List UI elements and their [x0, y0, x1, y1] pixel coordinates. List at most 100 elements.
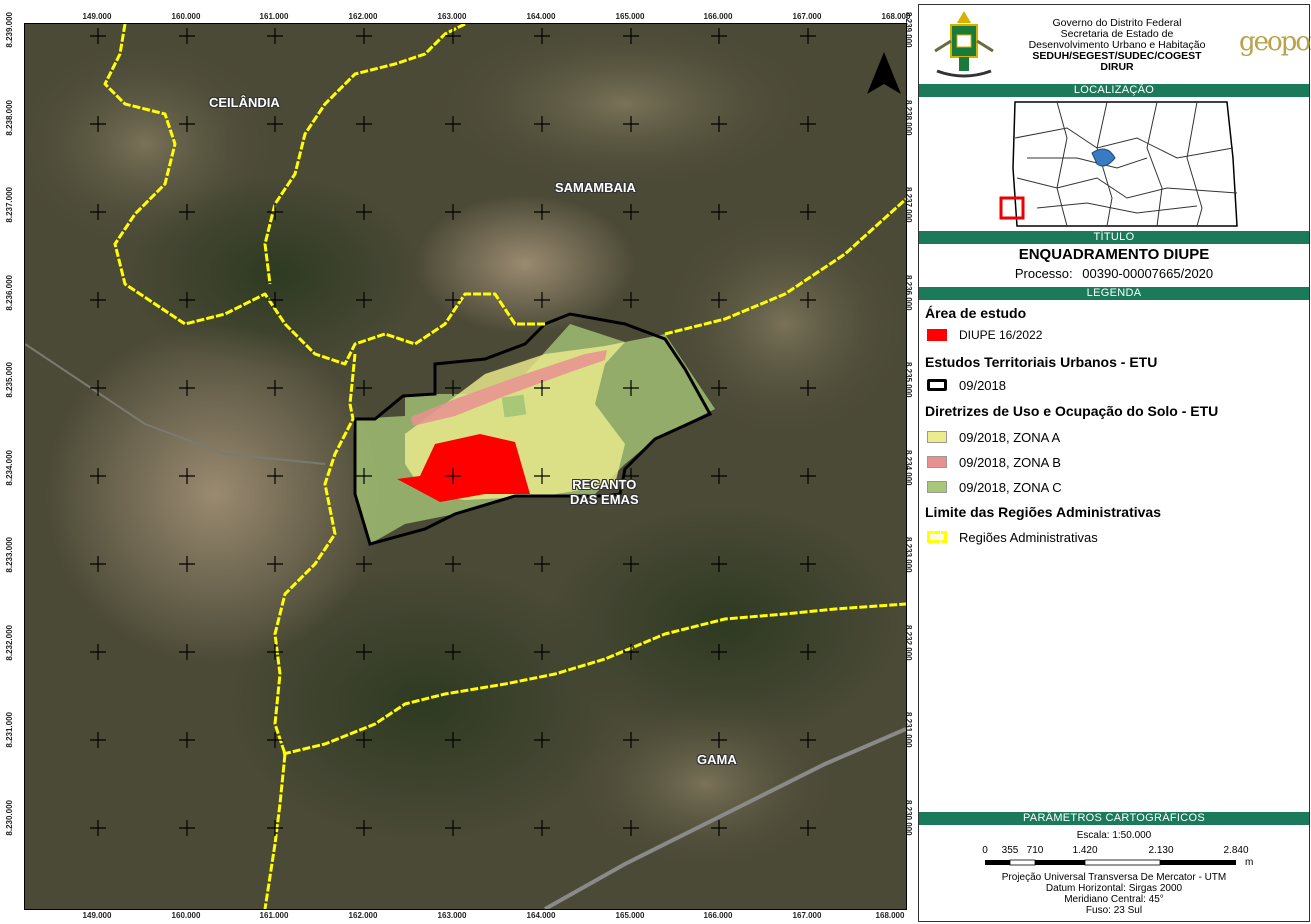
- northing-tick: 8.239.000: [904, 12, 913, 48]
- grid-cross: [267, 644, 283, 660]
- grid-cross: [800, 28, 816, 44]
- grid-cross: [623, 732, 639, 748]
- grid-cross: [90, 644, 106, 660]
- northing-tick: 8.235.000: [904, 362, 913, 398]
- scale-tick-labels: 0 355 710 1.420 2.130 2.840: [919, 845, 1309, 857]
- legend-heading-etu: Estudos Territoriais Urbanos - ETU: [925, 354, 1158, 370]
- place-label-recanto-line2: DAS EMAS: [570, 492, 639, 507]
- grid-cross: [179, 292, 195, 308]
- legend-item-zona-a: 09/2018, ZONA A: [927, 429, 1060, 445]
- ra-boundary: [263, 353, 357, 909]
- grid-cross: [179, 732, 195, 748]
- ra-boundary: [103, 24, 545, 366]
- grid-cross: [711, 28, 727, 44]
- easting-tick: 160.000: [171, 12, 201, 21]
- grid-cross: [267, 820, 283, 836]
- north-arrow-icon: [867, 52, 901, 94]
- grid-cross: [267, 556, 283, 572]
- northing-tick: 8.233.000: [904, 537, 913, 573]
- processo-value: 00390-00007665/2020: [1082, 266, 1214, 281]
- grid-cross: [800, 820, 816, 836]
- grid-cross: [356, 556, 372, 572]
- legend-item-etu: 09/2018: [927, 377, 1006, 393]
- grid-cross: [267, 28, 283, 44]
- place-label-ceilandia: CEILÂNDIA: [209, 95, 280, 110]
- scale-tick: 2.840: [1223, 845, 1249, 856]
- locator-highlight-box: [999, 196, 1025, 220]
- grid-cross: [267, 468, 283, 484]
- legend-swatch-ra: [927, 531, 947, 543]
- grid-cross: [90, 28, 106, 44]
- legend-label-etu: 09/2018: [959, 377, 1006, 393]
- grid-cross: [623, 292, 639, 308]
- northing-tick: 8.233.000: [5, 537, 14, 573]
- legend-label-zona-c: 09/2018, ZONA C: [959, 479, 1062, 495]
- map-title: ENQUADRAMENTO DIUPE: [1018, 246, 1210, 263]
- processo-label: Processo:: [1014, 266, 1073, 281]
- legend-swatch-zona-a: [927, 431, 947, 443]
- grid-cross: [179, 820, 195, 836]
- place-label-gama: GAMA: [697, 752, 737, 767]
- scale-tick: 710: [1026, 845, 1044, 856]
- grid-cross: [445, 204, 461, 220]
- legend-item-diupe: DIUPE 16/2022: [927, 327, 1042, 343]
- grid-cross: [90, 556, 106, 572]
- grid-cross: [179, 556, 195, 572]
- header-dirur: DIRUR: [1100, 61, 1134, 73]
- terrain-patch: [425, 24, 825, 194]
- locator-ra-line: [1014, 127, 1234, 159]
- grid-cross: [356, 644, 372, 660]
- grid-cross: [623, 644, 639, 660]
- northing-tick: 8.235.000: [5, 362, 14, 398]
- legend-label-ra: Regiões Administrativas: [959, 529, 1098, 545]
- easting-tick: 166.000: [703, 911, 733, 920]
- easting-tick: 149.000: [82, 911, 112, 920]
- highway-road: [544, 727, 906, 909]
- grid-cross: [711, 292, 727, 308]
- grid-cross: [800, 468, 816, 484]
- grid-cross: [711, 644, 727, 660]
- grid-cross: [534, 820, 550, 836]
- easting-tick: 161.000: [259, 911, 289, 920]
- grid-cross: [711, 556, 727, 572]
- grid-cross: [445, 292, 461, 308]
- grid-cross: [800, 556, 816, 572]
- grid-cross: [356, 380, 372, 396]
- grid-cross: [90, 116, 106, 132]
- grid-cross: [90, 380, 106, 396]
- easting-tick: 165.000: [615, 911, 645, 920]
- grid-cross: [179, 380, 195, 396]
- grid-cross: [90, 468, 106, 484]
- grid-cross: [711, 116, 727, 132]
- northing-tick: 8.237.000: [5, 187, 14, 223]
- geoportal-logo: geoportal: [1239, 27, 1311, 57]
- scale-tick: 355: [1001, 845, 1019, 856]
- legend-item-ra: Regiões Administrativas: [927, 529, 1098, 545]
- grid-cross: [267, 204, 283, 220]
- easting-tick: 163.000: [437, 911, 467, 920]
- place-label-recanto: RECANTO DAS EMAS: [570, 477, 639, 507]
- easting-tick: 168.000: [881, 12, 911, 21]
- northing-tick: 8.236.000: [5, 275, 14, 311]
- grid-cross: [445, 820, 461, 836]
- grid-cross: [356, 28, 372, 44]
- grid-cross: [623, 204, 639, 220]
- grid-cross: [267, 292, 283, 308]
- map-view[interactable]: CEILÂNDIA SAMAMBAIA RECANTO DAS EMAS GAM…: [24, 23, 907, 910]
- terrain-patch: [225, 564, 625, 844]
- ra-boundary: [664, 197, 906, 336]
- zona-b-area: [411, 350, 607, 426]
- grid-cross: [179, 468, 195, 484]
- header-seduh: SEDUH/SEGEST/SUDEC/COGEST: [1032, 50, 1202, 62]
- grid-cross: [623, 468, 639, 484]
- grid-cross: [445, 468, 461, 484]
- grid-crosses: [90, 28, 816, 836]
- scale-tick: 2.130: [1148, 845, 1174, 856]
- header-desenvolvimento: Desenvolvimento Urbano e Habitação: [1028, 39, 1206, 51]
- legend-heading-diretrizes: Diretrizes de Uso e Ocupação do Solo - E…: [925, 403, 1219, 419]
- grid-cross: [90, 292, 106, 308]
- scale-unit: m: [1245, 857, 1254, 868]
- grid-cross: [623, 28, 639, 44]
- easting-tick: 161.000: [259, 12, 289, 21]
- grid-cross: [623, 556, 639, 572]
